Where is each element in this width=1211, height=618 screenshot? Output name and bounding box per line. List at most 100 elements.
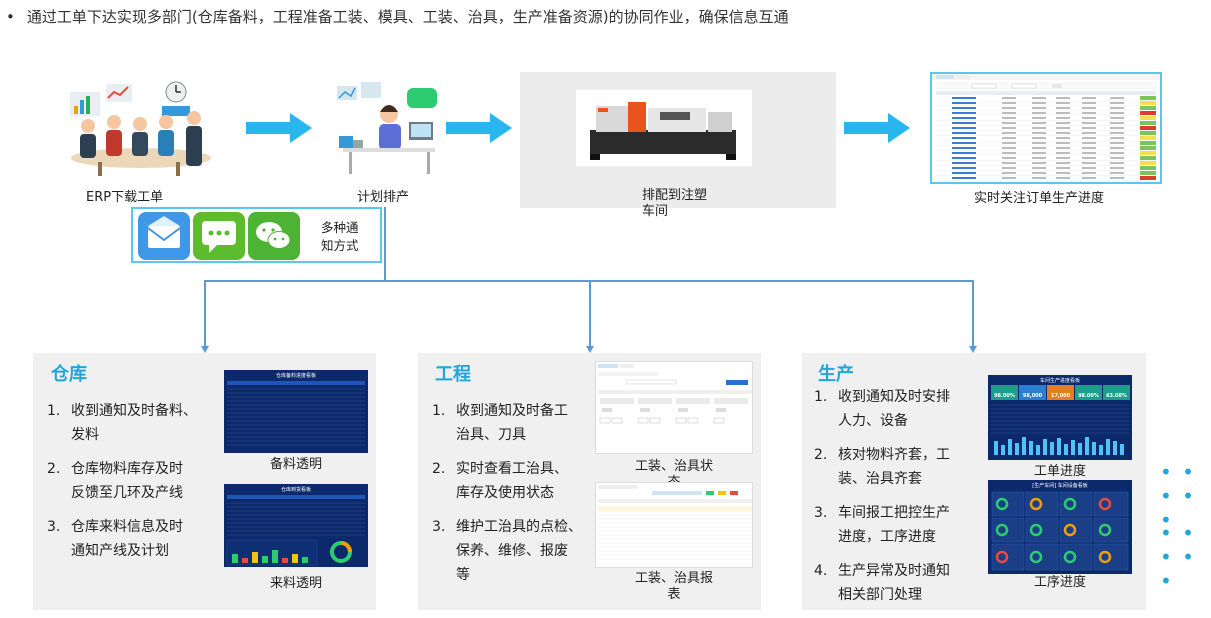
table-cell — [1082, 167, 1096, 169]
table-cell — [1082, 122, 1096, 124]
table-cell — [1032, 142, 1046, 144]
list-item-num: 2. — [47, 461, 61, 477]
kpi-tile: 63.08% — [1103, 385, 1130, 400]
kpi-value: 98,000 — [1022, 393, 1043, 399]
list-item-line: 库存及使用状态 — [456, 485, 554, 501]
table-row-link — [952, 172, 976, 174]
notify-label: 多种通 知方式 — [321, 219, 371, 255]
table-cell — [1056, 167, 1070, 169]
table-cell — [1082, 97, 1096, 99]
list-item: 1.收到通知及时安排人力、设备 — [814, 385, 986, 433]
table-cell — [1082, 102, 1096, 104]
list-item-line: 仓库物料库存及时 — [71, 461, 183, 477]
list-item-line: 发料 — [71, 427, 99, 443]
table-cell — [1056, 122, 1070, 124]
dept-production-title: 生产 — [818, 364, 854, 385]
table-cell — [1110, 132, 1124, 134]
table-cell — [1032, 172, 1046, 174]
list-item-line: 保养、维修、报废 — [456, 543, 568, 559]
erp-meeting-illustration — [66, 78, 216, 178]
dept-production: 生产 1.收到通知及时安排人力、设备 2.核对物料齐套，工装、治具齐套 3.车间… — [802, 353, 1146, 610]
table-row-link — [952, 122, 976, 124]
header-bullet: • — [6, 8, 15, 26]
table-row-link — [952, 117, 976, 119]
table-cell — [1056, 147, 1070, 149]
table-cell — [1110, 112, 1124, 114]
table-cell — [1032, 132, 1046, 134]
table-cell — [1110, 157, 1124, 159]
list-item-line: 等 — [456, 567, 470, 583]
list-item-line: 收到通知及时备工 — [456, 403, 568, 419]
table-cell — [1056, 142, 1070, 144]
table-cell — [1032, 122, 1046, 124]
table-cell — [1056, 127, 1070, 129]
more-indicator-2: • • • • • — [1160, 521, 1196, 593]
table-cell — [1082, 157, 1096, 159]
table-cell — [1002, 122, 1016, 124]
connector-trunk — [384, 207, 386, 280]
table-cell — [1032, 157, 1046, 159]
list-item: 2.实时查看工治具、库存及使用状态 — [432, 457, 602, 505]
table-cell — [1002, 132, 1016, 134]
table-row-link — [952, 167, 976, 169]
notify-label-line1: 多种通 — [321, 220, 359, 235]
table-cell — [1110, 177, 1124, 179]
order-tracking-screenshot — [930, 72, 1162, 184]
table-cell — [1002, 147, 1016, 149]
table-cell — [1110, 142, 1124, 144]
tooling-report-caption-line2: 表 — [667, 587, 681, 602]
dept-warehouse-title: 仓库 — [51, 364, 87, 385]
table-cell — [1082, 177, 1096, 179]
list-item-num: 1. — [47, 403, 61, 419]
list-item-num: 4. — [814, 563, 828, 579]
table-cell — [1056, 157, 1070, 159]
table-cell — [1056, 107, 1070, 109]
header-text: 通过工单下达实现多部门(仓库备料，工程准备工装、模具、工装、治具，生产准备资源)… — [26, 8, 789, 26]
table-cell — [1002, 127, 1016, 129]
table-cell — [1002, 97, 1016, 99]
machine-caption-line1: 排配到注塑 — [642, 188, 708, 203]
table-cell — [1032, 137, 1046, 139]
table-cell — [1110, 117, 1124, 119]
more-indicator-1: • • • • • — [1160, 460, 1196, 532]
tracking-caption: 实时关注订单生产进度 — [974, 191, 1105, 206]
table-cell — [1032, 147, 1046, 149]
material-prep-board-title: 仓库备料进度看板 — [275, 373, 316, 379]
list-item-line: 维护工治具的点检、 — [456, 519, 582, 535]
table-cell — [1056, 172, 1070, 174]
table-row-link — [952, 132, 976, 134]
connector-engineering — [589, 280, 591, 348]
list-item-line: 进度，工序进度 — [838, 529, 936, 545]
list-item-line: 治具、刀具 — [456, 427, 526, 443]
process-board-title: [生产车间] 车间设备看板 — [1032, 483, 1088, 489]
work-order-caption: 工单进度 — [1033, 464, 1086, 479]
table-cell — [1082, 132, 1096, 134]
table-cell — [1002, 172, 1016, 174]
list-item-num: 2. — [814, 447, 828, 463]
table-cell — [1082, 142, 1096, 144]
table-cell — [1032, 177, 1046, 179]
incoming-material-board-screenshot: 仓库到货看板 — [224, 484, 368, 567]
kpi-value: 17,000 — [1050, 393, 1071, 399]
work-order-board-screenshot: 车间生产进度看板 98.00% 98,000 17,000 98.00% 63.… — [988, 375, 1132, 460]
flow-arrow-1 — [246, 113, 312, 143]
table-row-link — [952, 97, 976, 99]
table-cell — [1056, 152, 1070, 154]
injection-molding-panel: 排配到注塑 车间 — [520, 72, 836, 219]
table-cell — [1082, 172, 1096, 174]
table-cell — [1032, 127, 1046, 129]
list-item-line: 反馈至几环及产线 — [71, 485, 183, 501]
table-cell — [1110, 97, 1124, 99]
erp-caption: ERP下载工单 — [86, 190, 164, 205]
table-row-link — [952, 157, 976, 159]
dept-warehouse-list: 1.收到通知及时备料、发料 2.仓库物料库存及时反馈至几环及产线 3.仓库来料信… — [47, 399, 227, 573]
table-cell — [1002, 152, 1016, 154]
connector-warehouse — [204, 280, 206, 348]
list-item-num: 1. — [432, 403, 446, 419]
table-cell — [1032, 97, 1046, 99]
table-cell — [1110, 152, 1124, 154]
table-row-link — [952, 102, 976, 104]
sms-icon — [193, 212, 245, 260]
wechat-icon — [248, 212, 300, 260]
kpi-tile: 17,000 — [1047, 385, 1074, 400]
